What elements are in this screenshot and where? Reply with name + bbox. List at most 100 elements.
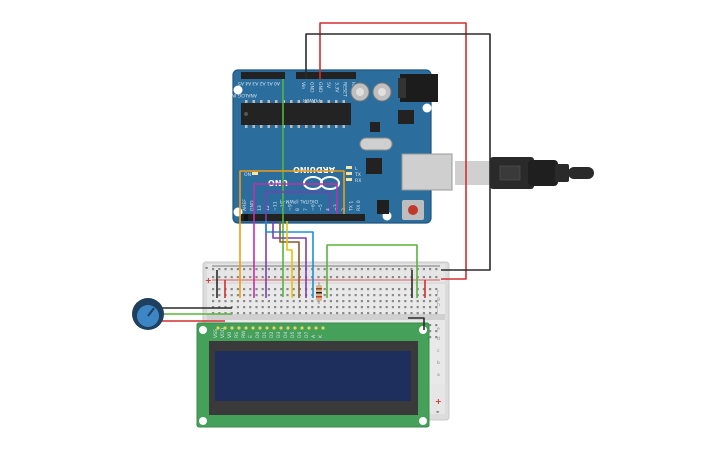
breadboard-hole[interactable]	[298, 300, 301, 303]
breadboard-hole[interactable]	[385, 300, 388, 303]
breadboard-hole[interactable]	[317, 268, 320, 271]
breadboard-hole[interactable]	[410, 268, 413, 271]
breadboard-hole[interactable]	[286, 300, 289, 303]
breadboard-hole[interactable]	[348, 312, 351, 315]
breadboard-hole[interactable]	[385, 276, 388, 279]
breadboard-hole[interactable]	[391, 268, 394, 271]
breadboard-hole[interactable]	[212, 268, 215, 271]
breadboard-hole[interactable]	[255, 268, 258, 271]
breadboard-hole[interactable]	[298, 294, 301, 297]
breadboard-hole[interactable]	[212, 288, 215, 291]
breadboard-hole[interactable]	[336, 276, 339, 279]
breadboard-hole[interactable]	[286, 294, 289, 297]
breadboard-hole[interactable]	[274, 276, 277, 279]
breadboard-hole[interactable]	[367, 306, 370, 309]
breadboard-hole[interactable]	[212, 276, 215, 279]
breadboard-hole[interactable]	[292, 294, 295, 297]
breadboard-hole[interactable]	[385, 312, 388, 315]
potentiometer[interactable]	[132, 298, 164, 330]
breadboard-hole[interactable]	[267, 276, 270, 279]
breadboard-hole[interactable]	[404, 306, 407, 309]
breadboard-hole[interactable]	[379, 276, 382, 279]
breadboard-hole[interactable]	[329, 294, 332, 297]
breadboard-hole[interactable]	[367, 312, 370, 315]
breadboard-hole[interactable]	[236, 306, 239, 309]
breadboard-hole[interactable]	[416, 306, 419, 309]
breadboard-hole[interactable]	[373, 312, 376, 315]
breadboard-hole[interactable]	[267, 288, 270, 291]
breadboard-hole[interactable]	[342, 288, 345, 291]
breadboard-hole[interactable]	[323, 268, 326, 271]
breadboard-hole[interactable]	[317, 306, 320, 309]
breadboard-hole[interactable]	[243, 294, 246, 297]
breadboard-hole[interactable]	[379, 294, 382, 297]
breadboard-hole[interactable]	[429, 330, 432, 333]
breadboard-hole[interactable]	[379, 288, 382, 291]
breadboard-hole[interactable]	[435, 276, 438, 279]
breadboard-hole[interactable]	[422, 312, 425, 315]
breadboard-hole[interactable]	[323, 288, 326, 291]
breadboard-hole[interactable]	[261, 276, 264, 279]
breadboard-hole[interactable]	[379, 268, 382, 271]
breadboard-hole[interactable]	[292, 276, 295, 279]
breadboard-hole[interactable]	[212, 300, 215, 303]
breadboard-hole[interactable]	[323, 294, 326, 297]
breadboard-hole[interactable]	[398, 288, 401, 291]
breadboard-hole[interactable]	[267, 312, 270, 315]
breadboard-hole[interactable]	[429, 306, 432, 309]
breadboard-hole[interactable]	[336, 268, 339, 271]
breadboard-hole[interactable]	[212, 294, 215, 297]
breadboard-hole[interactable]	[274, 268, 277, 271]
breadboard-hole[interactable]	[398, 312, 401, 315]
breadboard-hole[interactable]	[429, 300, 432, 303]
breadboard-hole[interactable]	[410, 312, 413, 315]
breadboard-hole[interactable]	[342, 312, 345, 315]
breadboard-hole[interactable]	[317, 312, 320, 315]
breadboard-hole[interactable]	[336, 288, 339, 291]
breadboard-hole[interactable]	[218, 276, 221, 279]
breadboard-hole[interactable]	[336, 294, 339, 297]
breadboard-hole[interactable]	[249, 294, 252, 297]
breadboard-hole[interactable]	[292, 300, 295, 303]
breadboard-hole[interactable]	[416, 300, 419, 303]
breadboard-hole[interactable]	[360, 306, 363, 309]
breadboard-hole[interactable]	[218, 294, 221, 297]
breadboard-hole[interactable]	[236, 300, 239, 303]
breadboard-hole[interactable]	[329, 276, 332, 279]
breadboard-hole[interactable]	[249, 312, 252, 315]
breadboard-hole[interactable]	[323, 276, 326, 279]
breadboard-hole[interactable]	[267, 306, 270, 309]
breadboard-hole[interactable]	[336, 312, 339, 315]
breadboard-hole[interactable]	[292, 306, 295, 309]
breadboard-hole[interactable]	[280, 268, 283, 271]
breadboard-hole[interactable]	[422, 306, 425, 309]
breadboard-hole[interactable]	[298, 276, 301, 279]
breadboard-hole[interactable]	[348, 294, 351, 297]
breadboard-hole[interactable]	[212, 312, 215, 315]
breadboard-hole[interactable]	[255, 312, 258, 315]
breadboard-hole[interactable]	[342, 294, 345, 297]
breadboard-hole[interactable]	[391, 294, 394, 297]
breadboard-hole[interactable]	[391, 276, 394, 279]
breadboard-hole[interactable]	[249, 288, 252, 291]
breadboard-hole[interactable]	[379, 312, 382, 315]
breadboard-hole[interactable]	[429, 336, 432, 339]
breadboard-hole[interactable]	[354, 300, 357, 303]
breadboard-hole[interactable]	[298, 288, 301, 291]
breadboard-hole[interactable]	[236, 288, 239, 291]
breadboard-hole[interactable]	[404, 312, 407, 315]
breadboard-hole[interactable]	[249, 276, 252, 279]
breadboard-hole[interactable]	[261, 268, 264, 271]
breadboard-hole[interactable]	[360, 294, 363, 297]
breadboard-hole[interactable]	[379, 300, 382, 303]
breadboard-hole[interactable]	[292, 288, 295, 291]
breadboard-hole[interactable]	[243, 300, 246, 303]
breadboard-hole[interactable]	[379, 306, 382, 309]
breadboard-hole[interactable]	[348, 300, 351, 303]
breadboard-hole[interactable]	[267, 300, 270, 303]
breadboard-hole[interactable]	[342, 306, 345, 309]
breadboard-hole[interactable]	[230, 276, 233, 279]
breadboard-hole[interactable]	[243, 288, 246, 291]
breadboard-hole[interactable]	[274, 294, 277, 297]
breadboard-hole[interactable]	[429, 268, 432, 271]
